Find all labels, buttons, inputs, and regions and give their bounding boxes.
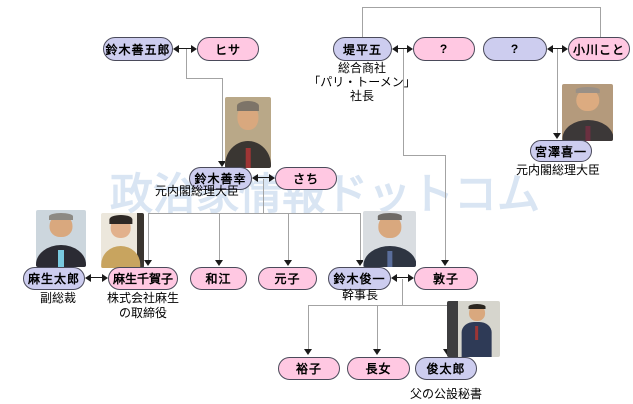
connector-line xyxy=(219,213,220,260)
connector-line xyxy=(362,7,363,37)
portrait-hair xyxy=(575,86,600,93)
node-aso-taro[interactable]: 麻生太郎 xyxy=(23,267,85,290)
connector-line xyxy=(186,78,223,79)
connector-line xyxy=(395,48,410,49)
connector-line xyxy=(288,213,289,260)
arrowhead-down-icon xyxy=(441,260,449,266)
node-unknown-wife[interactable]: ? xyxy=(413,37,475,61)
arrowhead-down-icon xyxy=(373,349,381,355)
photo-miyazawa-kiichi xyxy=(562,84,613,141)
connector-line xyxy=(600,7,601,37)
portrait-tie xyxy=(245,148,251,168)
node-chojo[interactable]: 長女 xyxy=(347,357,410,380)
portrait-tie xyxy=(474,325,479,341)
caption-aso-chikako-line2: の取締役 xyxy=(118,306,168,320)
node-sachi[interactable]: さち xyxy=(275,167,337,190)
node-yuko[interactable]: 裕子 xyxy=(278,357,340,380)
caption-shuntaro-title: 父の公設秘書 xyxy=(409,387,483,401)
caption-aso-chikako-line1: 株式会社麻生 xyxy=(106,291,180,305)
photo-shuntaro xyxy=(447,301,500,357)
marriage-double-arrow-icon xyxy=(85,273,108,283)
connector-line xyxy=(263,179,264,213)
connector-line xyxy=(445,155,446,260)
connector-line xyxy=(403,49,404,155)
portrait-jacket xyxy=(101,246,141,268)
arrowhead-down-icon xyxy=(304,349,312,355)
node-miyazawa-kiichi[interactable]: 宮澤喜一 xyxy=(530,140,592,162)
arrowhead-down-icon xyxy=(553,133,561,139)
node-motoko[interactable]: 元子 xyxy=(258,267,317,290)
photo-aso-taro xyxy=(36,210,86,267)
node-tsutsumi-heigo[interactable]: 堤平五 xyxy=(333,37,392,61)
node-suzuki-zengoro[interactable]: 鈴木善五郎 xyxy=(103,37,173,61)
node-unknown-husband[interactable]: ? xyxy=(483,37,547,61)
connector-line xyxy=(550,48,565,49)
arrowhead-down-icon xyxy=(284,260,292,266)
caption-suzuki-shunichi-title: 幹事長 xyxy=(341,288,379,302)
portrait-tie xyxy=(386,251,393,267)
node-suzuki-shunichi[interactable]: 鈴木俊一 xyxy=(328,267,391,290)
arrowhead-down-icon xyxy=(218,161,226,167)
node-ogawa-koto[interactable]: 小川こと xyxy=(568,37,630,61)
caption-tsutsumi-line1: 総合商社 xyxy=(337,61,387,75)
connector-line xyxy=(308,305,309,349)
portrait-hair xyxy=(236,101,260,112)
marriage-double-arrow-icon xyxy=(392,44,413,54)
connector-line xyxy=(308,305,448,306)
connector-line xyxy=(148,213,361,214)
arrowhead-down-icon xyxy=(144,260,152,266)
caption-tsutsumi-line3: 社長 xyxy=(349,89,375,103)
connector-line xyxy=(377,305,378,349)
connector-line xyxy=(88,277,105,278)
connector-line xyxy=(148,213,149,260)
connector-line xyxy=(222,78,223,162)
marriage-double-arrow-icon xyxy=(252,173,275,183)
arrowhead-down-icon xyxy=(215,260,223,266)
arrowhead-down-icon xyxy=(356,260,364,266)
node-aso-chikako[interactable]: 麻生千賀子 xyxy=(108,267,178,290)
connector-line xyxy=(557,49,558,133)
marriage-double-arrow-icon xyxy=(173,44,197,54)
photo-aso-chikako xyxy=(101,213,144,268)
connector-line xyxy=(186,49,187,78)
caption-aso-taro-title: 副総裁 xyxy=(39,291,77,305)
node-atsuko[interactable]: 敦子 xyxy=(414,267,478,290)
portrait-head xyxy=(377,215,402,238)
connector-line xyxy=(403,155,446,156)
connector-line xyxy=(394,277,411,278)
portrait-hair xyxy=(468,303,486,310)
portrait-hair xyxy=(377,213,402,220)
portrait-head xyxy=(575,88,600,112)
portrait-background-panel xyxy=(447,301,458,357)
portrait-hair xyxy=(49,212,73,220)
marriage-double-arrow-icon xyxy=(547,44,568,54)
connector-line xyxy=(176,48,194,49)
connector-line xyxy=(362,7,601,8)
connector-line xyxy=(255,177,272,178)
caption-miyazawa-title: 元内閣総理大臣 xyxy=(515,163,601,177)
node-kazue[interactable]: 和江 xyxy=(190,267,247,290)
photo-suzuki-shunichi xyxy=(363,211,416,267)
caption-suzuki-zenko-title: 元内閣総理大臣 xyxy=(154,184,240,198)
portrait-hair xyxy=(109,215,133,224)
portrait-background-figure xyxy=(137,213,144,268)
marriage-double-arrow-icon xyxy=(391,273,414,283)
node-shuntaro[interactable]: 俊太郎 xyxy=(415,357,477,380)
photo-suzuki-zenko xyxy=(225,97,271,168)
portrait-head xyxy=(49,215,73,237)
node-suzuki-zenko[interactable]: 鈴木善幸 xyxy=(189,167,252,190)
portrait-tie xyxy=(58,249,64,267)
node-hisa[interactable]: ヒサ xyxy=(197,37,259,61)
connector-line xyxy=(360,213,361,260)
portrait-tie xyxy=(584,126,591,141)
caption-tsutsumi-line2: 「パリ・トーメン」 xyxy=(308,75,416,89)
connector-line xyxy=(402,279,403,305)
